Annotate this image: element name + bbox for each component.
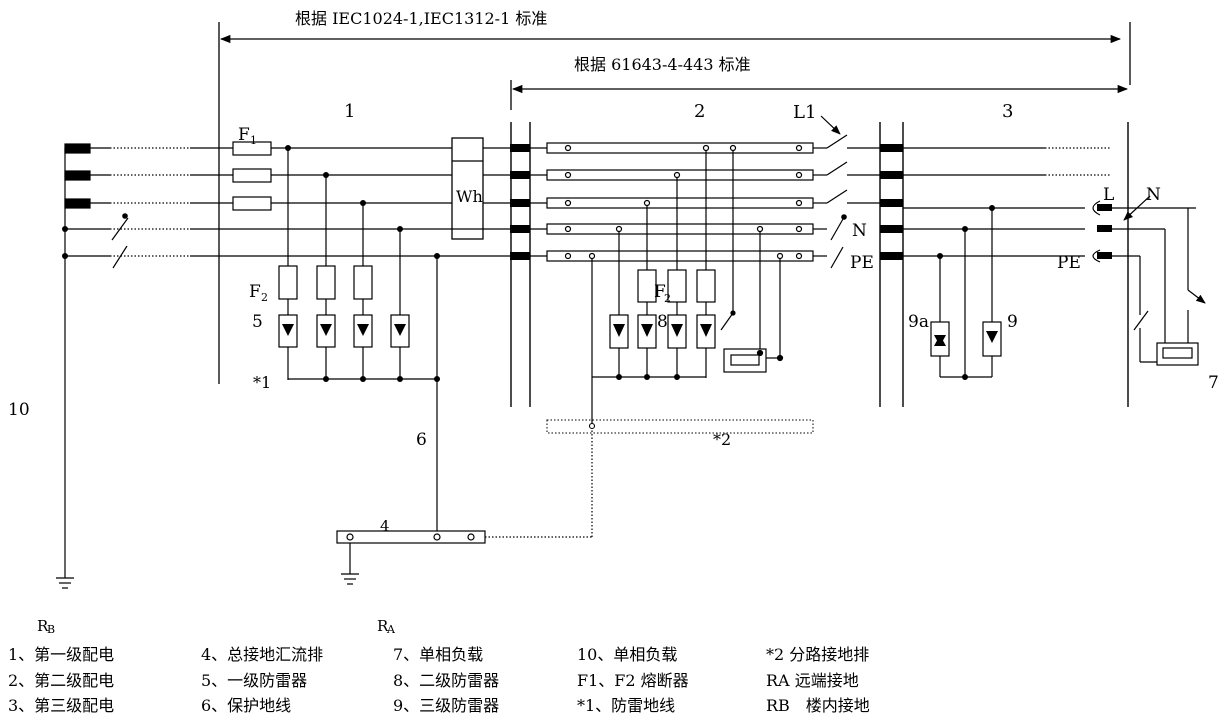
- legend-item: 1、第一级配电: [8, 645, 115, 664]
- f2-left-label: F 2: [249, 282, 268, 304]
- svg-text:R: R: [37, 617, 49, 635]
- svg-text:R: R: [377, 617, 389, 635]
- branch-earth-bar: [546, 419, 814, 434]
- zone-2-label: 2: [694, 101, 705, 122]
- item-6-label: 6: [416, 430, 427, 450]
- zone2-arresters: [591, 151, 784, 425]
- svg-text:1: 1: [250, 134, 257, 147]
- item-9a-label: 9a: [908, 312, 929, 332]
- legend-item: RA 远端接地: [766, 671, 859, 690]
- legend-item: F1、F2 熔断器: [577, 671, 689, 690]
- item-7-label: 7: [1208, 373, 1219, 393]
- star2-label: *2: [713, 430, 731, 449]
- zone2-busbars: [530, 142, 814, 262]
- mid-standard-label: 根据 61643-4-443 标准: [574, 55, 751, 74]
- svg-text:F: F: [249, 282, 261, 302]
- svg-text:F: F: [654, 282, 666, 302]
- legend-item: 9、三级防雷器: [393, 696, 500, 715]
- item-5-label: 5: [252, 312, 263, 332]
- item-4-label: 4: [380, 517, 390, 535]
- legend-item: 10、单相负载: [577, 645, 678, 664]
- legend-item: *2 分路接地排: [766, 645, 870, 664]
- legend-item: 5、一级防雷器: [201, 671, 308, 690]
- star1-label: *1: [253, 373, 271, 392]
- pe-socket-label: PE: [1057, 253, 1081, 273]
- l1-label: L1: [793, 102, 816, 123]
- legend-item: 7、单相负载: [393, 645, 484, 664]
- wh-label: Wh: [456, 187, 483, 206]
- top-standard-label: 根据 IEC1024-1,IEC1312-1 标准: [295, 9, 547, 28]
- item-10-label: 10: [8, 400, 30, 420]
- svg-text:F: F: [238, 125, 250, 145]
- svg-text:2: 2: [261, 291, 268, 304]
- legend-item: RB 楼内接地: [766, 696, 870, 715]
- ra-label: R A: [377, 617, 396, 636]
- main-earth-bar: [56, 426, 593, 589]
- zone1-arresters: [62, 145, 440, 537]
- legend-item: *1、防雷地线: [577, 696, 676, 715]
- zone3-circuit: [903, 147, 1206, 380]
- zone2-output-switches: [813, 115, 880, 269]
- l-socket-label: L: [1103, 185, 1114, 205]
- n-switch-label: N: [852, 221, 867, 241]
- svg-text:B: B: [47, 623, 55, 636]
- zone-1-label: 1: [344, 101, 355, 122]
- item-8-label: 8: [657, 312, 668, 332]
- legend-item: 8、二级防雷器: [393, 671, 500, 690]
- zone1-conductors: [64, 141, 510, 578]
- svg-text:A: A: [386, 623, 396, 636]
- legend-item: 4、总接地汇流排: [201, 645, 324, 664]
- zone3-terminals: [880, 144, 903, 260]
- f1-fuse-label: F 1: [238, 125, 257, 147]
- pe-switch-label: PE: [850, 253, 874, 273]
- zone2-terminals: [510, 144, 530, 260]
- item-9-label: 9: [1007, 312, 1018, 332]
- legend-item: 6、保护地线: [201, 696, 292, 715]
- wh-meter: [451, 137, 484, 240]
- legend-item: 3、第三级配电: [8, 696, 115, 715]
- rb-label: R B: [37, 617, 55, 636]
- svg-text:2: 2: [664, 292, 671, 305]
- zone-boundaries: [510, 122, 1129, 407]
- n-socket-label: N: [1146, 185, 1161, 205]
- zone-3-label: 3: [1002, 101, 1013, 122]
- f2-right-label: F 2: [654, 282, 671, 305]
- legend-item: 2、第二级配电: [8, 671, 115, 690]
